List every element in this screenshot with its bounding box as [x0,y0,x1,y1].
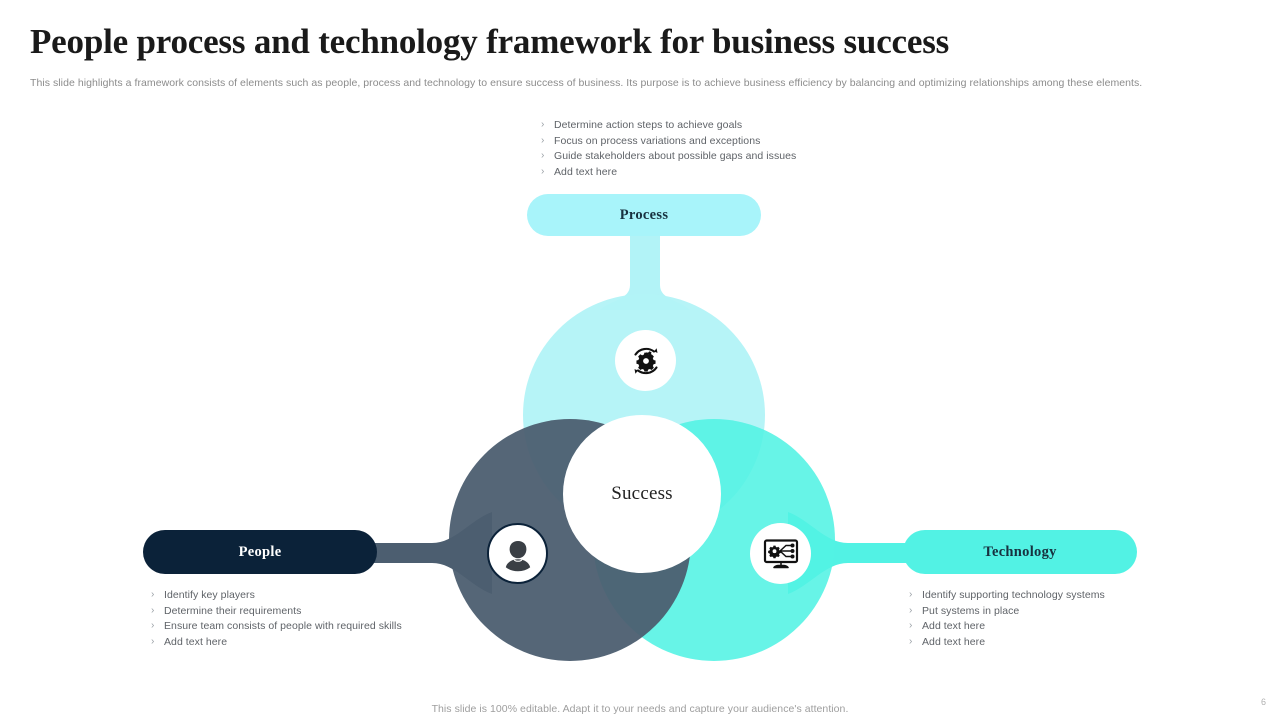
bullet-item: › Add text here [151,635,426,650]
process-gear-cycle-icon [633,347,658,374]
technology-icon-badge[interactable] [750,523,811,584]
person-avatar-icon [505,540,530,571]
chevron-right-icon: › [151,604,155,616]
bullet-item: › Determine action steps to achieve goals [541,118,871,133]
connector-people [352,512,492,594]
bullet-item: › Guide stakeholders about possible gaps … [541,149,871,164]
chevron-right-icon: › [151,589,155,600]
bullet-item: › Identify key players [151,588,426,603]
page-title: People process and technology framework … [30,22,950,61]
bullet-text: Determine their requirements [164,604,302,617]
bullet-item: › Put systems in place [909,604,1179,619]
bullet-item: › Add text here [909,635,1179,650]
people-label: People [238,543,282,560]
process-icon-badge[interactable] [615,330,676,391]
bullet-text: Add text here [164,635,228,648]
bullet-item: › Identify supporting technology systems [909,588,1179,603]
chevron-right-icon: › [151,620,155,631]
chevron-right-icon: › [541,134,545,146]
chevron-right-icon: › [151,635,155,647]
bullet-text: Focus on process variations and exceptio… [554,134,761,147]
bullet-item: › Focus on process variations and excepti… [541,134,871,149]
people-label-pill[interactable]: People [143,530,377,574]
technology-label: Technology [983,543,1057,560]
bullet-text: Guide stakeholders about possible gaps a… [554,150,797,162]
bullet-text: Ensure team consists of people with requ… [164,620,402,632]
success-center-node[interactable]: Success [563,415,721,573]
technology-label-pill[interactable]: Technology [903,530,1137,574]
chevron-right-icon: › [541,150,545,161]
chevron-right-icon: › [909,589,913,600]
connector-technology [788,512,928,594]
people-icon-badge[interactable] [487,523,548,584]
technology-bullet-list: ›Identify supporting technology systems›… [909,588,1179,650]
chevron-right-icon: › [541,165,545,177]
bullet-text: Add text here [922,635,986,648]
bullet-text: Identify key players [164,589,255,601]
bullet-text: Add text here [922,620,986,632]
bullet-item: › Add text here [909,619,1179,634]
connector-process [600,215,690,310]
bullet-item: › Ensure team consists of people with req… [151,619,426,634]
process-label-pill[interactable]: Process [527,194,761,236]
bullet-text: Determine action steps to achieve goals [554,119,743,131]
chevron-right-icon: › [909,635,913,647]
success-label: Success [611,483,673,504]
bullet-item: › Add text here [541,165,871,180]
process-label: Process [619,206,669,223]
people-bullet-list: › Identify key players › Determine their re… [151,588,426,650]
bullet-text: Put systems in place [922,604,1020,617]
footer-note: This slide is 100% editable. Adapt it to… [431,703,849,715]
bullet-item: › Determine their requirements [151,604,426,619]
process-bullet-list: › Determine action steps to achieve goals… [541,118,871,180]
monitor-gear-network-icon [763,538,798,568]
bullet-text: Add text here [554,165,618,178]
chevron-right-icon: › [909,620,913,631]
chevron-right-icon: › [909,604,913,616]
bullet-text: Identify supporting technology systems [922,589,1105,601]
chevron-right-icon: › [541,119,545,130]
page-subtitle: This slide highlights a framework consis… [30,77,1143,89]
page-number: 6 [1260,697,1266,707]
